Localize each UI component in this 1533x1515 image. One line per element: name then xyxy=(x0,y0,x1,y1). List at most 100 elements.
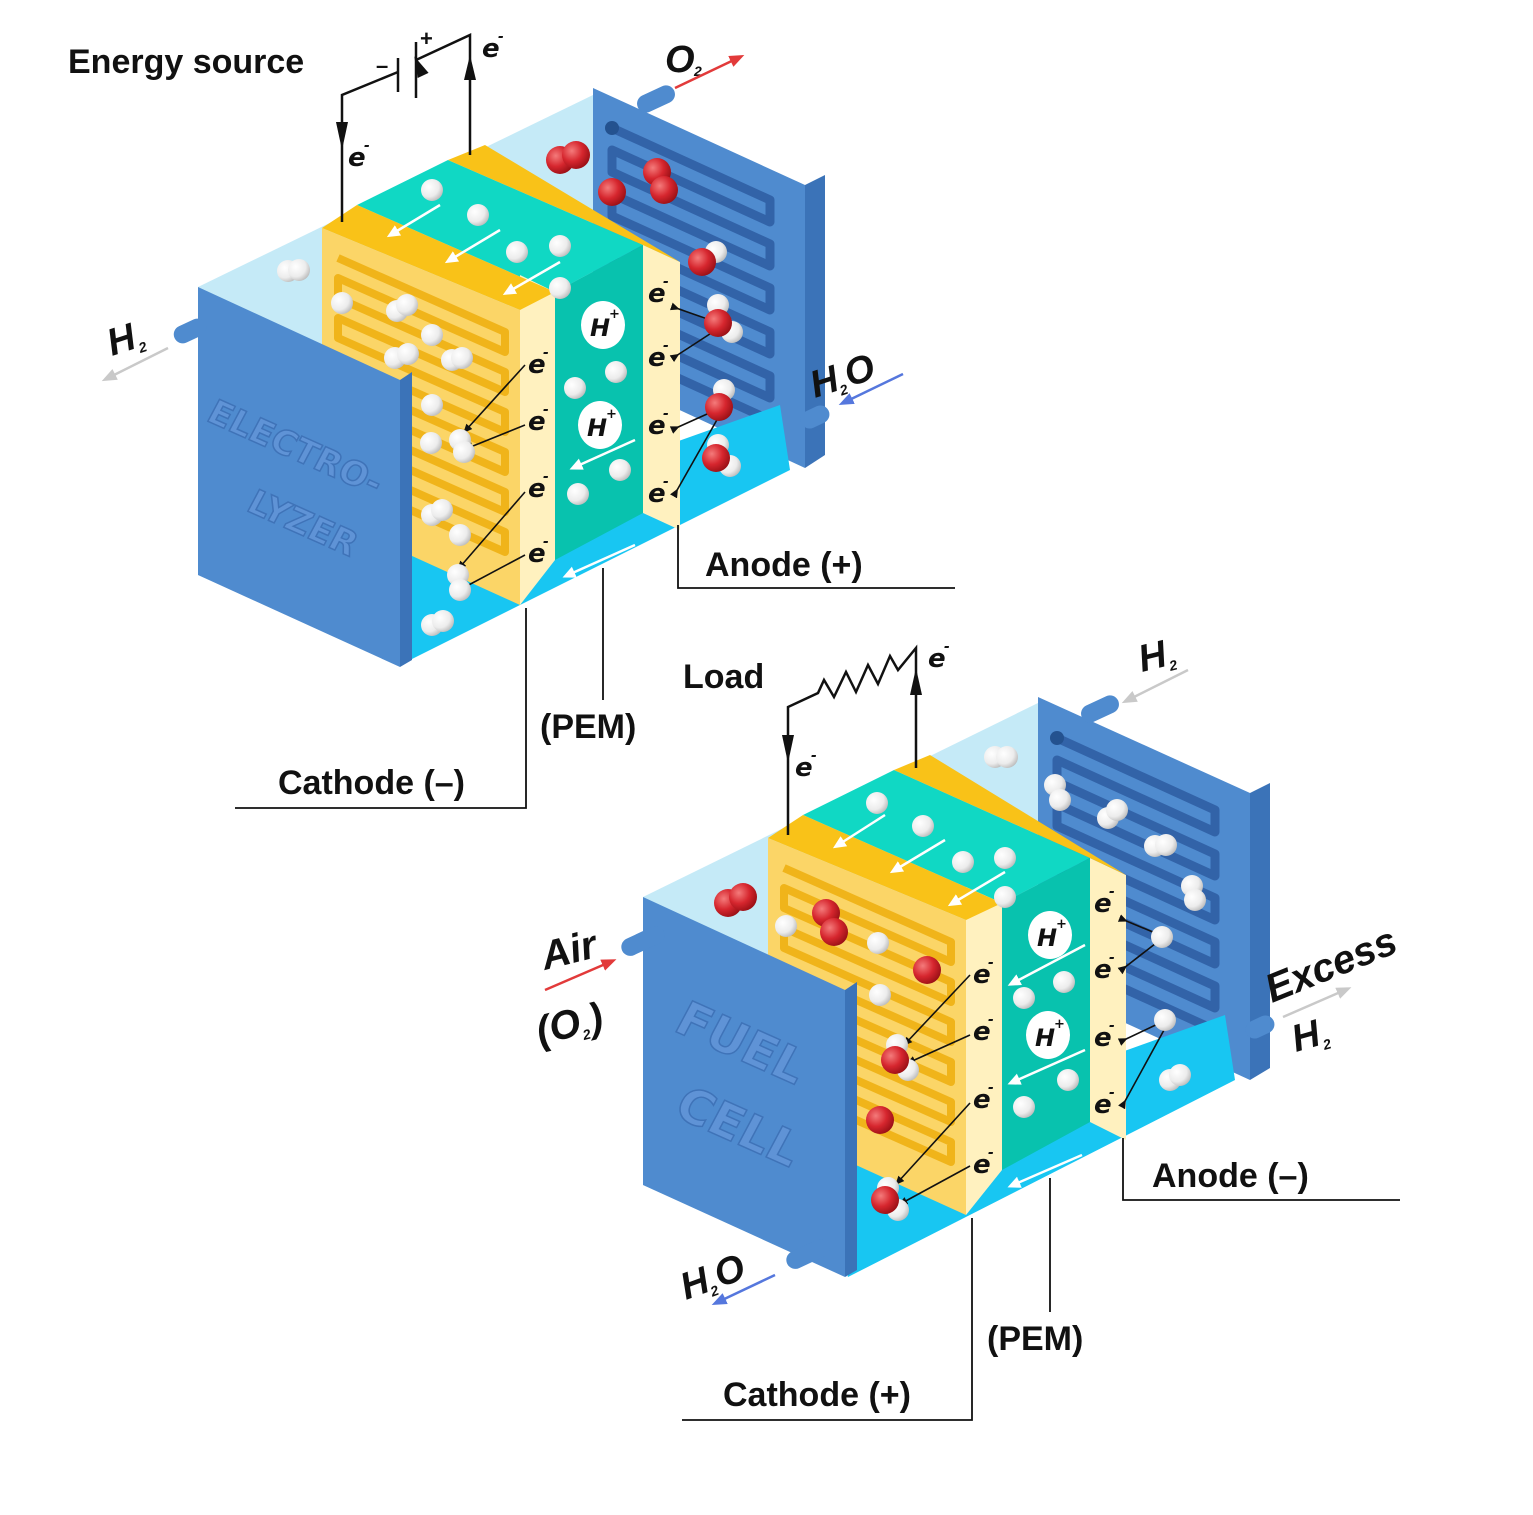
svg-text:-: - xyxy=(1109,884,1115,900)
svg-text:e: e xyxy=(528,350,546,380)
svg-text:-: - xyxy=(498,29,504,45)
svg-text:(O: (O xyxy=(532,1000,586,1053)
wire-electron-label: e- xyxy=(928,639,950,674)
svg-text:e: e xyxy=(973,1017,991,1047)
svg-text:e: e xyxy=(528,407,546,437)
svg-text:e: e xyxy=(973,1085,991,1115)
svg-text:-: - xyxy=(811,748,817,764)
wire-electron-label: e- xyxy=(795,748,817,783)
fuel-cell-h2o-output-label: H 2 O xyxy=(675,1247,751,1309)
svg-text:H: H xyxy=(1035,1024,1055,1052)
air-input-label: Air (O 2 ) xyxy=(532,922,608,1054)
fuel-cell-hydrogen-molecules xyxy=(775,746,1206,1118)
load-label: Load xyxy=(683,658,764,696)
svg-text:-: - xyxy=(988,955,994,971)
fuel-cell-h2o-output-arrow xyxy=(711,1273,776,1305)
proton-badge: H + xyxy=(578,401,622,449)
svg-text:-: - xyxy=(663,338,669,354)
wire-electron-label: e- xyxy=(348,138,370,173)
load-circuit xyxy=(786,644,918,835)
proton-badge: H + xyxy=(581,301,625,349)
electrolyzer-end-plate: ELECTRO- LYZER xyxy=(198,287,412,667)
svg-text:-: - xyxy=(1109,950,1115,966)
electron-label: e- xyxy=(1094,1085,1115,1120)
svg-text:-: - xyxy=(543,402,549,418)
load-arrow-down xyxy=(782,735,794,763)
fuel-cell-anode-label: Anode (–) xyxy=(1152,1157,1309,1195)
anode-label: Anode (+) xyxy=(705,546,863,584)
cathode-label: Cathode (–) xyxy=(278,764,465,802)
electron-label: e- xyxy=(528,534,549,569)
energy-source-circuit xyxy=(340,33,472,222)
o2-outlet-pipe xyxy=(637,85,675,113)
pem-label: (PEM) xyxy=(540,708,636,746)
svg-text:-: - xyxy=(543,469,549,485)
electron-label: e- xyxy=(973,1012,994,1047)
excess-label: Excess xyxy=(1259,919,1403,1011)
fuel-cell-h2-input-label: H 2 xyxy=(1134,633,1179,681)
svg-text:H: H xyxy=(587,414,607,442)
svg-text:e: e xyxy=(528,474,546,504)
electron-pointer-arrows xyxy=(457,302,719,590)
svg-text:e: e xyxy=(1094,889,1112,919)
electron-label: e- xyxy=(528,402,549,437)
svg-text:e: e xyxy=(528,539,546,569)
proton-flow-arrows xyxy=(386,203,636,578)
svg-text:-: - xyxy=(944,639,950,655)
h2o-input-arrow xyxy=(838,372,904,406)
h2-output-label: H 2 xyxy=(102,316,149,365)
svg-text:2: 2 xyxy=(580,1026,593,1044)
excess-h2-arrow xyxy=(1282,987,1352,1019)
battery-plus-sign: + xyxy=(420,26,433,51)
fuel-cell-h2o-outlet-pipe xyxy=(786,1239,830,1269)
fuel-cell-proton-flow-arrows xyxy=(832,813,1086,1188)
proton-badge: H + xyxy=(1028,911,1072,959)
svg-text:e: e xyxy=(1094,955,1112,985)
svg-text:H: H xyxy=(590,314,610,342)
electron-label: e- xyxy=(528,469,549,504)
h2-outlet-pipe xyxy=(173,318,207,344)
anode-catalyst-layer xyxy=(643,245,680,530)
fuel-cell-excess-h2-pipe xyxy=(1245,1015,1275,1039)
fuel-cell-assembly: FUEL CELL H + H + e- e- e- e- e- e- e- xyxy=(532,633,1403,1421)
svg-text:-: - xyxy=(543,534,549,550)
svg-text:e: e xyxy=(1094,1090,1112,1120)
svg-text:e: e xyxy=(1094,1023,1112,1053)
fuel-cell-oxygen-molecules xyxy=(714,883,941,1221)
svg-text:-: - xyxy=(364,138,370,154)
fuel-cell-leader-lines xyxy=(682,1138,1400,1421)
fuel-cell-cathode-label: Cathode (+) xyxy=(723,1376,911,1414)
svg-text:e: e xyxy=(482,34,500,64)
energy-source-arrow-up xyxy=(464,55,476,80)
svg-text:e: e xyxy=(648,279,666,309)
svg-text:+: + xyxy=(606,407,617,422)
fuel-cell-end-plate: FUEL CELL xyxy=(643,897,857,1277)
o2-output-label: O 2 xyxy=(665,39,702,81)
hydrogen-molecules xyxy=(277,179,631,636)
wire-electron-label: e- xyxy=(482,29,504,64)
fuel-cell-electron-pointer-arrows xyxy=(895,914,1165,1205)
load-arrow-up xyxy=(910,668,922,695)
oxygen-and-water-molecules xyxy=(546,141,743,477)
svg-text:+: + xyxy=(1054,1017,1065,1032)
electron-label: e- xyxy=(1094,884,1115,919)
electron-label: e- xyxy=(973,1145,994,1180)
svg-text:e: e xyxy=(928,644,946,674)
electron-label: e- xyxy=(973,1080,994,1115)
svg-text:-: - xyxy=(988,1012,994,1028)
electron-label: e- xyxy=(1094,1018,1115,1053)
cathode-catalyst-layer xyxy=(520,275,555,605)
air-input-arrow xyxy=(544,959,617,992)
svg-text:H: H xyxy=(1037,924,1057,952)
svg-text:e: e xyxy=(648,411,666,441)
h2-output-arrow xyxy=(101,346,169,382)
svg-text:2: 2 xyxy=(693,63,702,79)
svg-text:-: - xyxy=(663,474,669,490)
electrolyzer-leader-lines xyxy=(235,525,955,809)
fuel-cell-h2-inlet-pipe xyxy=(1081,695,1119,723)
svg-text:+: + xyxy=(1056,917,1067,932)
svg-text:-: - xyxy=(543,345,549,361)
energy-source-arrow-down xyxy=(336,122,348,150)
excess-h2-label: H 2 xyxy=(1287,1012,1333,1060)
